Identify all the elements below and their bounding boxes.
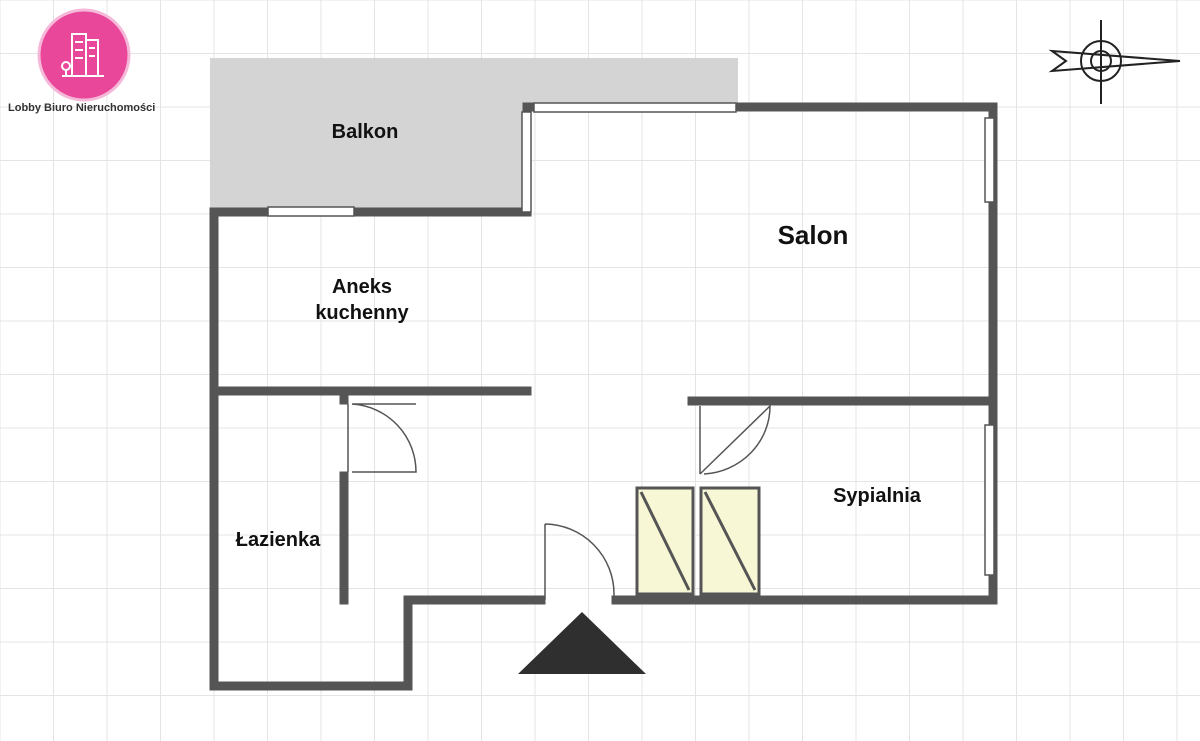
compass-rose-icon bbox=[1048, 20, 1181, 104]
room-label-salon: Salon bbox=[777, 220, 849, 250]
door-entrance bbox=[544, 523, 615, 600]
wardrobes bbox=[635, 486, 761, 596]
window-salon-right bbox=[984, 117, 995, 203]
window-balcony-side bbox=[521, 111, 532, 213]
window-balcony-door-top bbox=[533, 102, 737, 113]
brand-name: Lobby Biuro Nieruchomości bbox=[8, 102, 156, 114]
room-label-balkon: Balkon bbox=[331, 121, 399, 143]
entrance-arrow-icon bbox=[518, 612, 646, 674]
room-label-aneks: Aneks kuchenny bbox=[315, 276, 409, 324]
door-bedroom bbox=[699, 404, 771, 475]
window-bedroom-right bbox=[984, 424, 995, 576]
door-bathroom bbox=[347, 403, 417, 473]
wardrobe-left-diagonal bbox=[639, 491, 691, 591]
room-label-lazienka: Łazienka bbox=[235, 529, 321, 551]
windows bbox=[267, 102, 995, 576]
window-balcony-kitchen bbox=[267, 206, 355, 217]
outer-wall-top bbox=[611, 102, 998, 605]
building-logo-icon bbox=[37, 8, 131, 102]
outer-wall-left bbox=[209, 207, 546, 691]
wardrobe-right-diagonal bbox=[703, 491, 757, 591]
balcony-area bbox=[210, 58, 738, 212]
room-label-sypialnia: Sypialnia bbox=[833, 485, 921, 507]
doors bbox=[347, 403, 771, 600]
